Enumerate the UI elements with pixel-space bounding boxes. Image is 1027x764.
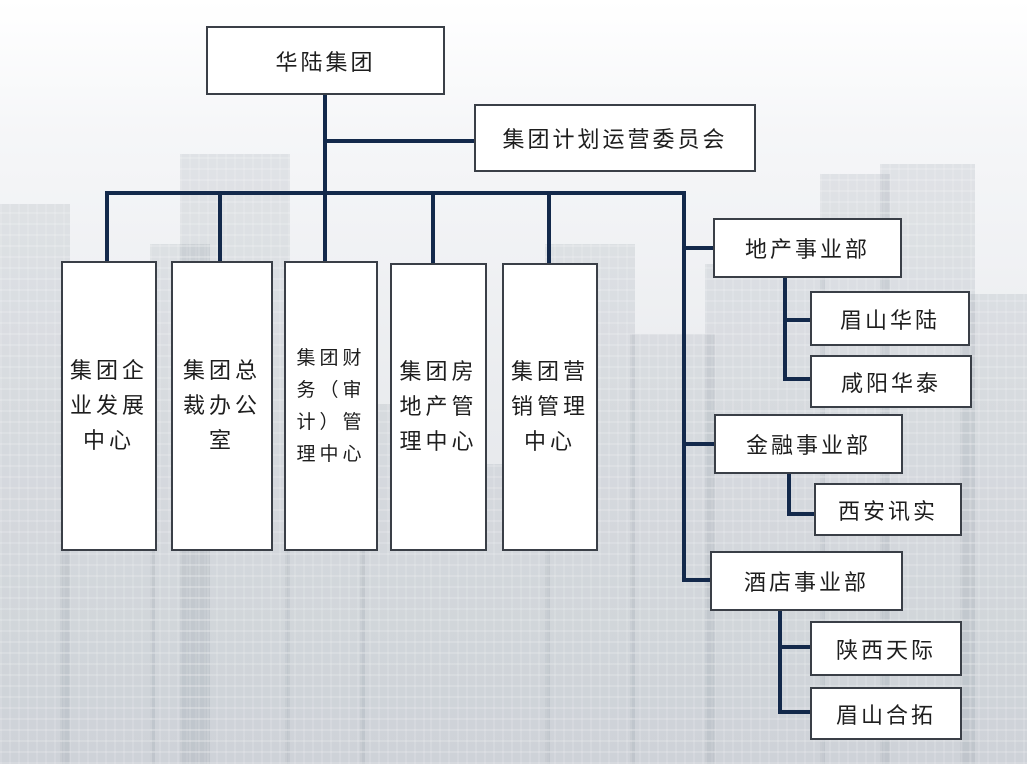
center-node-box: 集团房地产管理中心 <box>390 263 487 551</box>
subsidiary-node-box: 眉山合拓 <box>810 687 962 740</box>
division-node-box: 地产事业部 <box>713 218 902 278</box>
subsidiary-node-label: 西安讯实 <box>837 499 938 525</box>
subsidiary-node-label: 眉山合拓 <box>835 703 936 729</box>
subsidiary-node-box: 咸阳华泰 <box>810 355 972 408</box>
subsidiary-node-box: 眉山华陆 <box>810 291 970 346</box>
center-node-box: 集团总裁办公室 <box>171 261 273 551</box>
center-node-box: 集团企业发展中心 <box>61 261 157 551</box>
division-node-label: 金融事业部 <box>745 434 871 459</box>
division-node-label: 酒店事业部 <box>743 571 869 596</box>
subsidiary-node-label: 眉山华陆 <box>839 308 940 334</box>
center-node-label: 集团营销管理中心 <box>510 359 589 455</box>
committee-node-box: 集团计划运营委员会 <box>474 104 756 172</box>
root-node-box: 华陆集团 <box>206 26 445 95</box>
subsidiary-node-label: 咸阳华泰 <box>840 371 941 397</box>
division-node-label: 地产事业部 <box>744 238 870 263</box>
subsidiary-node-box: 西安讯实 <box>814 483 962 536</box>
subsidiary-node-label: 陕西天际 <box>835 638 936 664</box>
center-node-label: 集团总裁办公室 <box>182 358 261 454</box>
division-node-box: 金融事业部 <box>714 414 903 474</box>
center-node-box: 集团财务（审计）管理中心 <box>284 261 378 551</box>
subsidiary-node-box: 陕西天际 <box>810 621 962 676</box>
center-node-label: 集团企业发展中心 <box>69 358 148 454</box>
center-node-box: 集团营销管理中心 <box>502 263 598 551</box>
center-node-label: 集团房地产管理中心 <box>399 359 478 455</box>
division-node-box: 酒店事业部 <box>710 551 903 611</box>
center-node-label: 集团财务（审计）管理中心 <box>296 347 366 465</box>
root-node-label: 华陆集团 <box>275 50 376 76</box>
committee-node-label: 集团计划运营委员会 <box>502 128 728 153</box>
